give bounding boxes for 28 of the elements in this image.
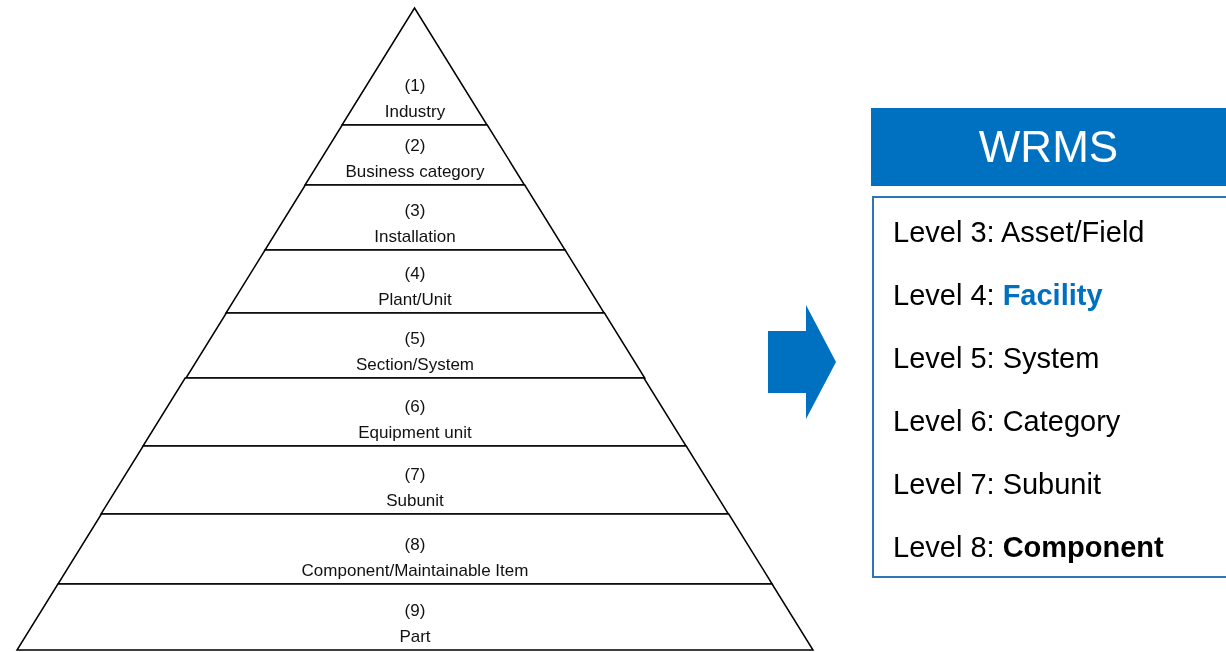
header-title: WRMS [978, 122, 1119, 172]
level-item: Level 4: Facility [893, 278, 1104, 313]
level-name: Section/System [355, 354, 475, 376]
level-number: (3) [404, 200, 426, 222]
level-item: Level 7: Subunit [893, 467, 1102, 502]
level-name: Component/Maintainable Item [301, 560, 529, 582]
level-name: Business category [345, 161, 485, 183]
level-list-box [872, 196, 1226, 578]
level-item: Level 3: Asset/Field [893, 215, 1146, 250]
block-arrow [768, 305, 836, 419]
level-number: (1) [404, 75, 426, 97]
level-number: (5) [404, 328, 426, 350]
level-name: Industry [384, 101, 446, 123]
level-name: Equipment unit [358, 422, 472, 444]
level-item: Level 8: Component [893, 530, 1165, 565]
level-number: (4) [404, 263, 426, 285]
level-name: Plant/Unit [378, 289, 452, 311]
level-number: (6) [404, 396, 426, 418]
level-number: (8) [404, 534, 426, 556]
level-number: (7) [404, 464, 426, 486]
level-number: (9) [404, 600, 426, 622]
level-item: Level 5: System [893, 341, 1101, 376]
header-bar [871, 108, 1226, 186]
level-name: Subunit [386, 490, 444, 512]
level-number: (2) [404, 135, 426, 157]
level-name: Installation [374, 226, 456, 248]
level-name: Part [399, 626, 431, 648]
level-item: Level 6: Category [893, 404, 1122, 439]
